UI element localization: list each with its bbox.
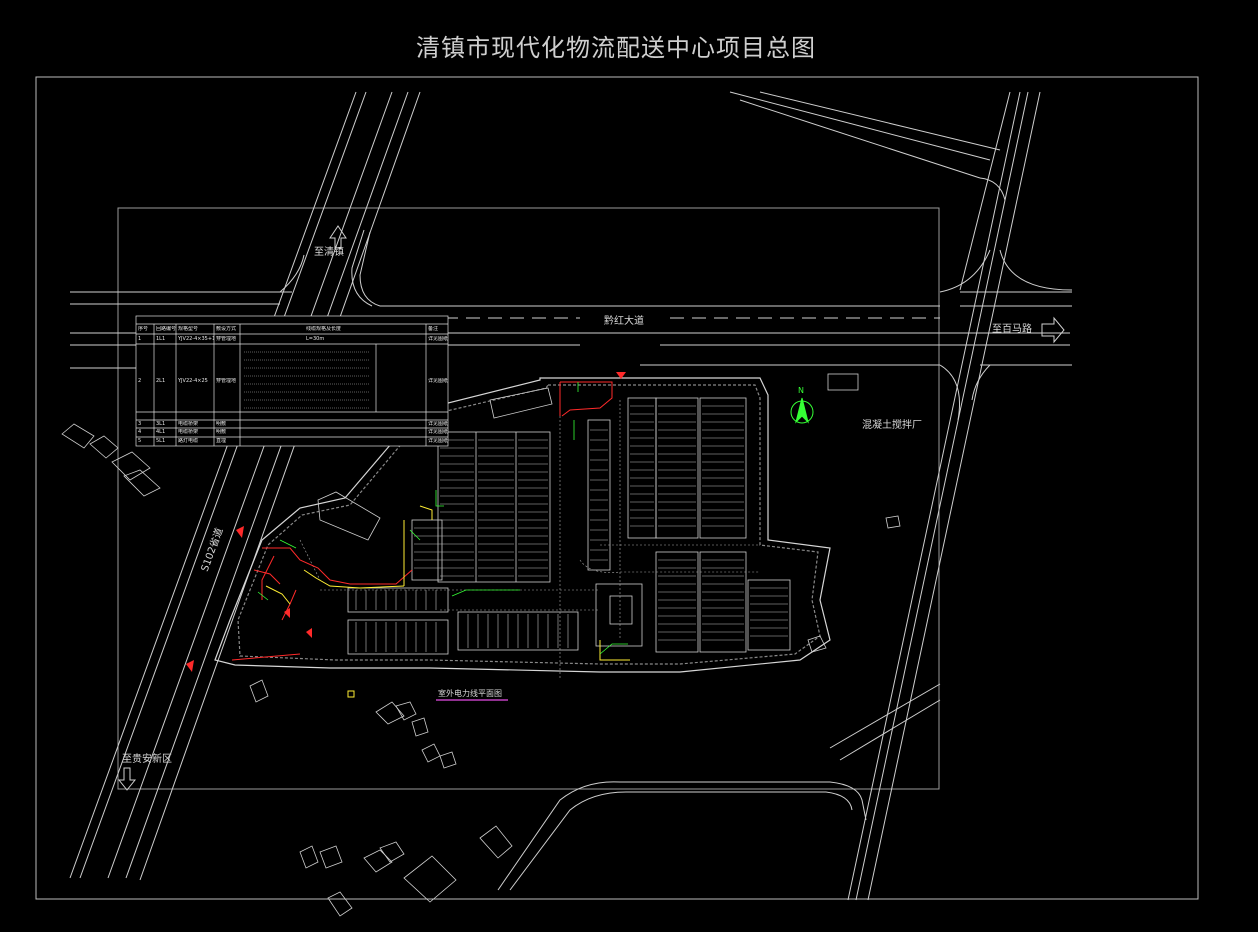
- outer-frame: [35, 76, 1199, 900]
- drawing-title: 清镇市现代化物流配送中心项目总图: [416, 34, 816, 62]
- table-cell: 2: [138, 378, 142, 384]
- table-header-cell: 序号: [138, 326, 149, 332]
- table-cell: 明敷: [216, 429, 227, 435]
- table-cell: 穿管埋地: [216, 336, 237, 342]
- arrow-down-icon: [117, 767, 137, 791]
- table-header-cell: 敷设方式: [216, 326, 237, 332]
- north-connector-road: [279, 229, 381, 307]
- table-cell: 穿管埋地: [216, 378, 237, 384]
- annotation-leaders: [257, 382, 628, 655]
- table-cell: 电缆桥架: [178, 429, 199, 435]
- table-cell: 3L1: [156, 421, 166, 427]
- label-north: N: [798, 386, 804, 395]
- table-cell: 详见图纸: [428, 429, 449, 435]
- table-cell: 2L1: [156, 378, 166, 384]
- label-to-guian: 至贵安新区: [122, 754, 172, 765]
- table-header-cell: 规格型号: [178, 326, 199, 332]
- table-cell: L=30m: [306, 336, 325, 342]
- table-cell: YJV22-4×25: [178, 378, 208, 384]
- secondary-lines: [265, 505, 630, 661]
- legend-table: 序号 回路编号 规格型号 敷设方式 线缆规格及长度 备注 1 1L1 YJV22…: [136, 316, 448, 446]
- label-concrete-plant: 混凝土搅拌厂: [862, 420, 922, 431]
- arrow-up-icon: [329, 225, 347, 249]
- buildings: [61, 373, 901, 917]
- table-cell: 详见图纸: [428, 421, 449, 427]
- table-header-cell: 备注: [428, 326, 439, 332]
- label-plan-legend: 室外电力线平面图: [438, 689, 502, 698]
- east-diagonal-road: [847, 91, 1073, 901]
- table-cell: 1L1: [156, 336, 166, 342]
- northeast-road: [729, 91, 1006, 201]
- label-qianhong-road: 黔红大道: [604, 316, 644, 327]
- red-markers: [186, 372, 626, 672]
- parking-blocks: [347, 397, 791, 655]
- south-road: [497, 683, 941, 891]
- legend-swatch: [347, 690, 355, 698]
- inner-frame: [117, 207, 940, 790]
- table-cell: 明敷: [216, 421, 227, 427]
- table-cell: 详见图纸: [428, 438, 449, 444]
- parking-stripes: [355, 405, 788, 652]
- s102-highway: [69, 91, 421, 881]
- table-cell: 详见图纸: [428, 336, 449, 342]
- qianhong-road: [70, 291, 1072, 369]
- table-header-cell: 回路编号: [156, 326, 176, 332]
- table-cell: 3: [138, 421, 142, 427]
- table-cell: 详见图纸: [428, 378, 449, 384]
- north-arrow-icon: [790, 397, 814, 424]
- internal-roads: [299, 400, 760, 680]
- table-cell: 4L1: [156, 429, 166, 435]
- table-cell: 1: [138, 336, 142, 342]
- legend-table-grid: [135, 315, 449, 447]
- label-to-baima: 至百马路: [992, 324, 1032, 335]
- table-cell: 电缆桥架: [178, 421, 199, 427]
- label-to-qingzhen: 至清镇: [314, 247, 344, 258]
- table-header-cell: 线缆规格及长度: [306, 326, 342, 332]
- table-cell: 直埋: [216, 438, 227, 444]
- table-cell: 路灯电缆: [178, 438, 199, 444]
- table-cell: 5: [138, 438, 142, 444]
- site-boundary: [214, 377, 831, 673]
- arrow-right-icon: [1041, 316, 1065, 344]
- table-cell: YJV22-4×35+1×16: [178, 336, 214, 342]
- table-cell: 5L1: [156, 438, 166, 444]
- table-cell: 4: [138, 429, 142, 435]
